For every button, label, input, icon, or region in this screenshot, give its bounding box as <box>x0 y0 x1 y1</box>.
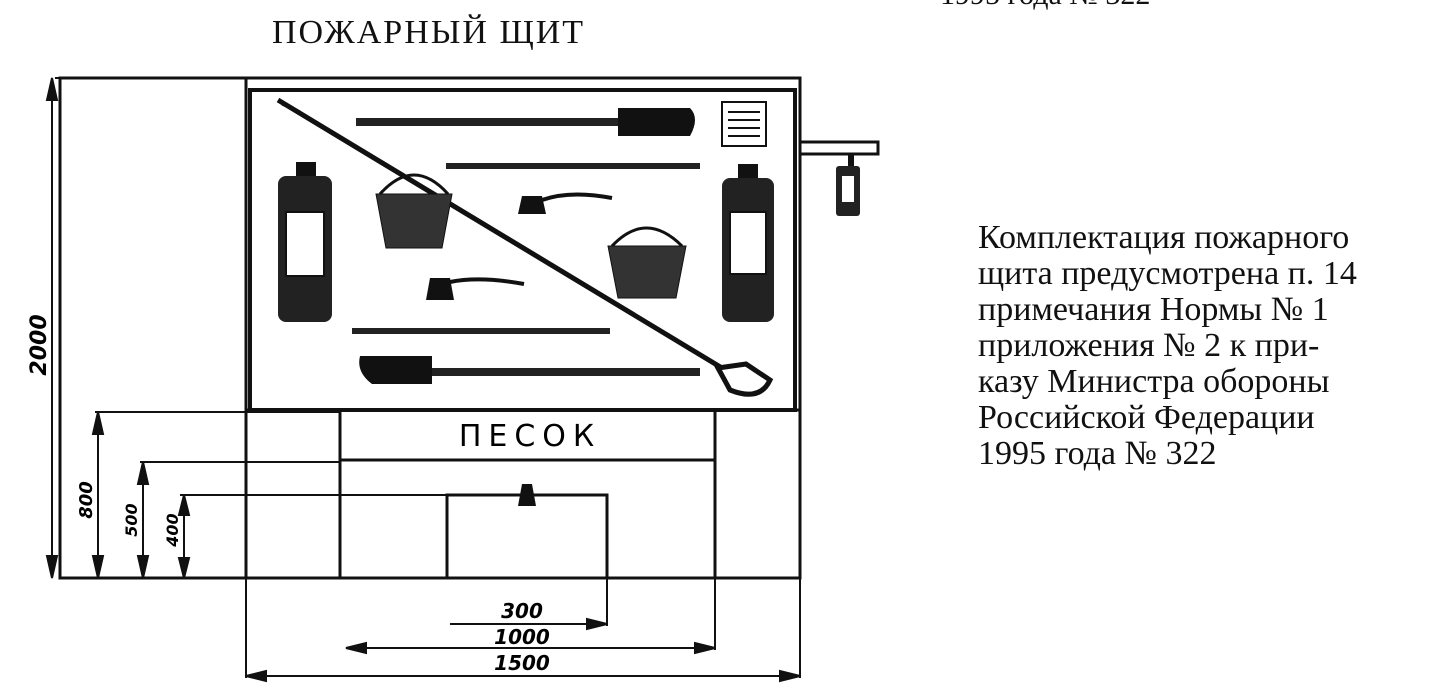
note-line: Комплектация пожарного <box>978 219 1350 256</box>
dim-label-300: 300 <box>501 599 543 623</box>
fire-hook <box>276 97 774 397</box>
hanging-extinguisher-icon <box>836 154 860 216</box>
bucket-icon-left <box>375 173 453 249</box>
document-icon <box>721 101 767 147</box>
side-bracket <box>798 140 880 156</box>
note-text: Комплектация пожарного щита предусмотрен… <box>978 220 1428 472</box>
shovel-icon-top <box>356 108 695 136</box>
axe-icon-top <box>518 192 613 214</box>
note-line: казу Министра обороны <box>978 363 1330 400</box>
lid-handle-icon <box>518 484 536 506</box>
note-line: примечания Нормы № 1 <box>978 291 1329 328</box>
diagram-title: ПОЖАРНЫЙ ЩИТ <box>272 14 586 51</box>
dim-label-500: 500 <box>122 503 141 536</box>
box-lid <box>445 493 609 580</box>
crowbar-icon <box>446 163 700 169</box>
dim-label-1500: 1500 <box>494 651 550 675</box>
note-line: приложения № 2 к при- <box>978 327 1320 364</box>
note-line: Российской Федерации <box>978 399 1315 436</box>
extinguisher-icon-left <box>278 162 332 322</box>
note-line: щита предусмотрена п. 14 <box>978 255 1357 292</box>
crowbar-icon-bottom <box>352 328 610 334</box>
axe-icon-middle <box>426 277 525 300</box>
note-line: 1995 года № 322 <box>978 435 1217 472</box>
cut-off-top-text: 1995 года № 322 <box>940 0 1150 12</box>
shovel-icon-bottom <box>359 356 700 384</box>
sand-label: ПЕСОК <box>459 419 601 454</box>
bucket-icon-right <box>607 226 687 299</box>
dim-label-1000: 1000 <box>494 625 550 649</box>
dim-label-800: 800 <box>76 481 97 519</box>
dim-label-400: 400 <box>163 513 182 547</box>
extinguisher-icon-right <box>722 164 774 322</box>
dim-label-2000: 2000 <box>27 314 52 375</box>
